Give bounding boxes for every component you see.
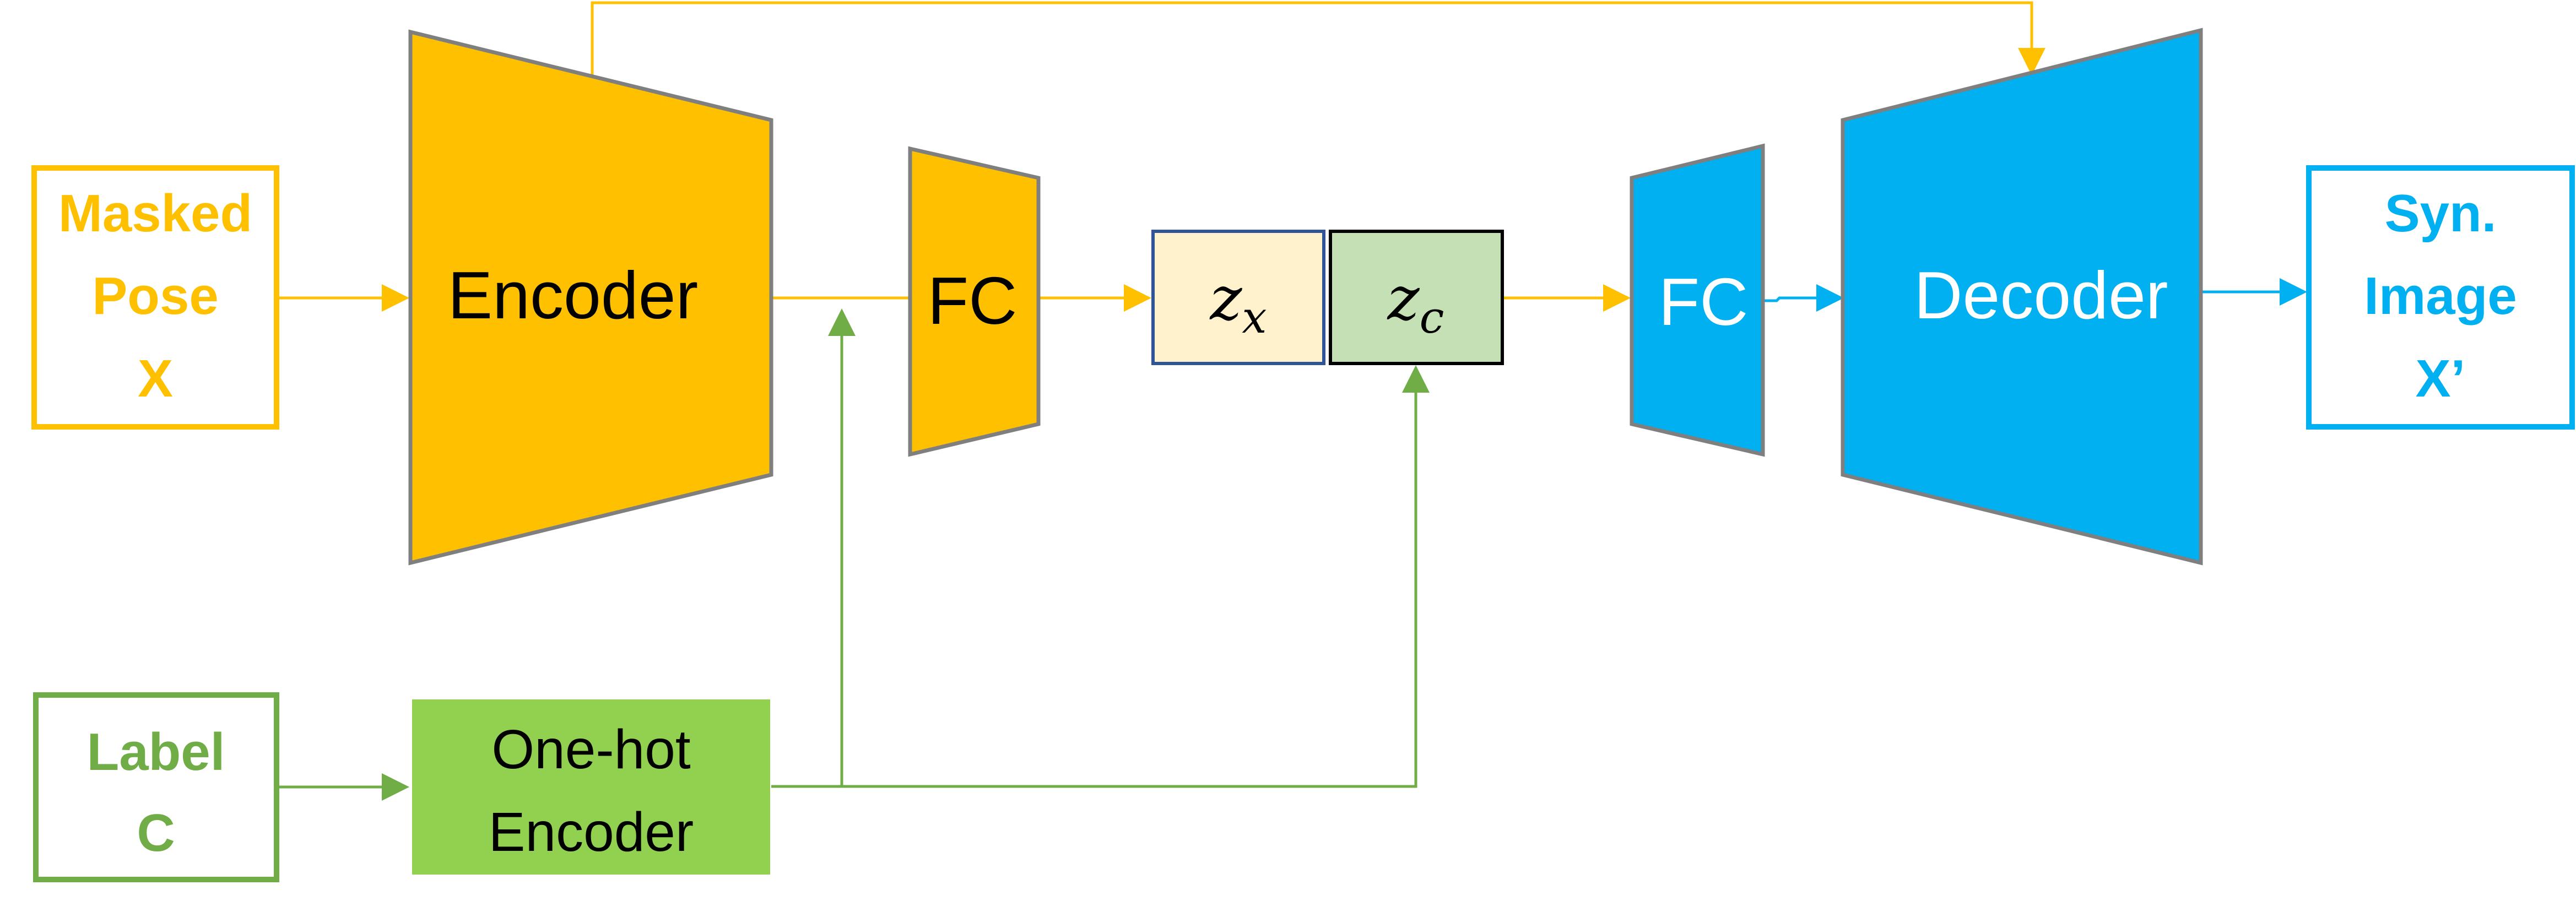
output-label-line1: Syn. (2385, 184, 2497, 243)
onehot-encoder-block: One-hot Encoder (412, 699, 770, 875)
onehot-to-latent-c-arrow (842, 365, 1430, 788)
input-label-line3: X (138, 349, 173, 408)
encoder-fc-block: FC (908, 146, 1041, 457)
label-box-line1: Label (87, 723, 225, 781)
skip-connection-arrow (591, 1, 2045, 77)
output-label-line3: X’ (2416, 349, 2466, 408)
encoder-block: Encoder (408, 29, 773, 566)
output-label-line2: Image (2364, 267, 2517, 325)
input-label-line1: Masked (58, 184, 252, 243)
input-label-line2: Pose (92, 267, 218, 325)
latent-x-symbol: zx (1209, 263, 1267, 343)
fc-to-decoder-arrow (1763, 284, 1844, 312)
onehot-label-line2: Encoder (489, 801, 694, 863)
label-c-box: Label C (33, 692, 279, 882)
encoder-fc-label: FC (928, 263, 1018, 338)
latent-c-box: zc (1329, 230, 1504, 365)
decoder-label: Decoder (1914, 258, 2168, 333)
onehot-label-line1: One-hot (491, 719, 691, 780)
latent-x-box: zx (1151, 230, 1325, 365)
output-synthetic-image-box: Syn. Image X’ (2306, 165, 2575, 430)
latent-c-letter: z (1387, 263, 1420, 334)
latent-x-letter: z (1209, 263, 1242, 334)
label-box-line2: C (137, 804, 175, 862)
decoder-fc-block: FC (1630, 143, 1765, 457)
latent-x-subscript: x (1242, 292, 1267, 343)
latent-c-subscript: c (1420, 292, 1444, 343)
input-masked-pose-box: Masked Pose X (31, 165, 279, 430)
encoder-label: Encoder (448, 258, 698, 333)
decoder-fc-label: FC (1659, 264, 1749, 339)
decoder-block: Decoder (1841, 28, 2203, 566)
latent-c-symbol: zc (1387, 263, 1444, 343)
onehot-to-encoder-arrow (771, 308, 856, 788)
